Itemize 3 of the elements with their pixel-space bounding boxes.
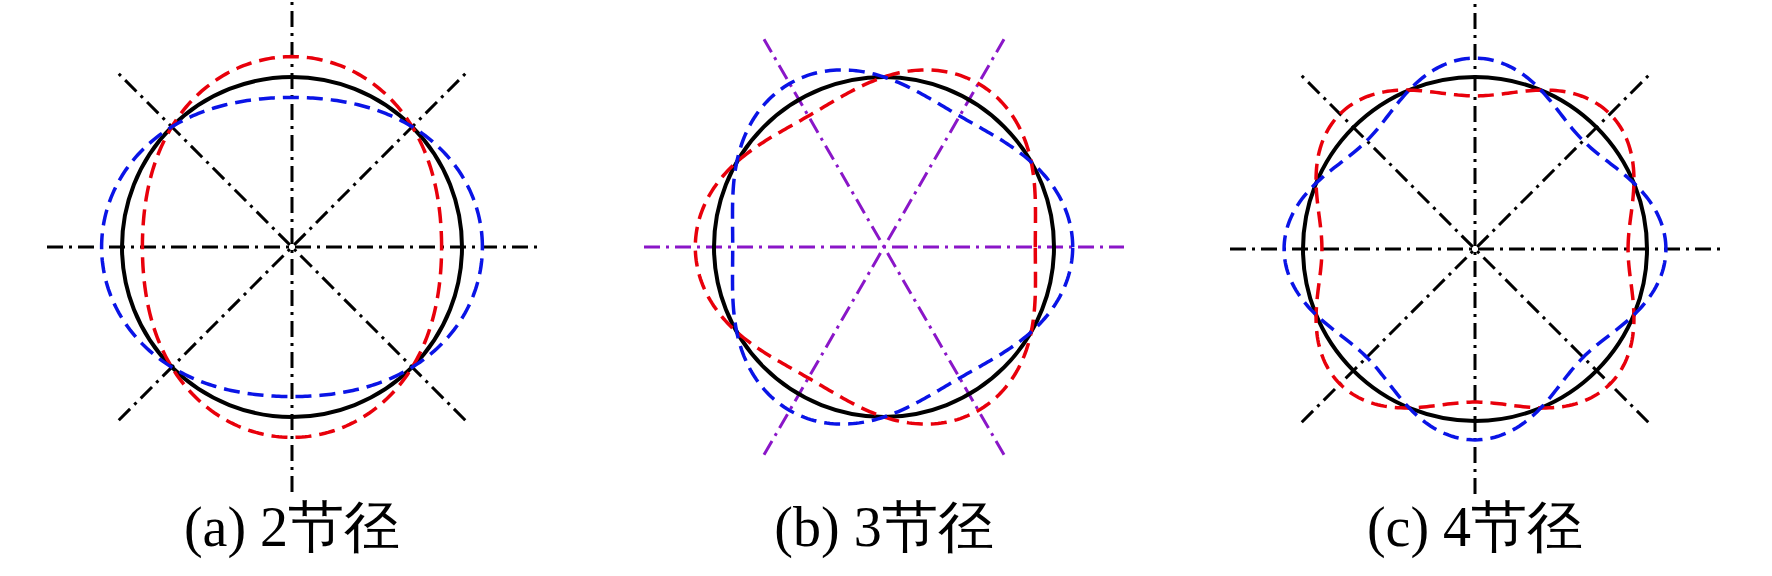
- panel-caption: (c) 4节径: [1366, 495, 1584, 560]
- panel-caption: (a) 2节径: [183, 495, 401, 560]
- panel-caption: (b) 3节径: [774, 495, 994, 560]
